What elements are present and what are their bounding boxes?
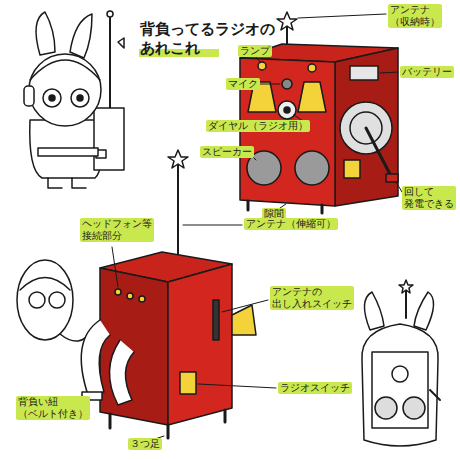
callout-label: 背負い紐 （ベルト付き） bbox=[16, 396, 90, 420]
callout-label: アンテナの 出し入れスイッチ bbox=[270, 286, 354, 310]
callout-label: ヘッドフォン等 接続部分 bbox=[80, 218, 154, 242]
callout-label: アンテナ（伸縮可） bbox=[244, 218, 338, 230]
callout-label: ダイヤル（ラジオ用） bbox=[206, 120, 310, 132]
callout-label: バッテリー bbox=[400, 66, 454, 78]
callout-label: ランプ bbox=[238, 45, 272, 57]
callout-label: マイク bbox=[226, 78, 260, 90]
callout-label: ラジオスイッチ bbox=[278, 382, 352, 394]
callout-label: ３つ足 bbox=[128, 438, 162, 450]
callout-label: アンテナ （収納時） bbox=[388, 4, 442, 28]
callout-label: スピーカー bbox=[200, 146, 254, 158]
callout-label: 回して 発電できる bbox=[402, 186, 456, 210]
